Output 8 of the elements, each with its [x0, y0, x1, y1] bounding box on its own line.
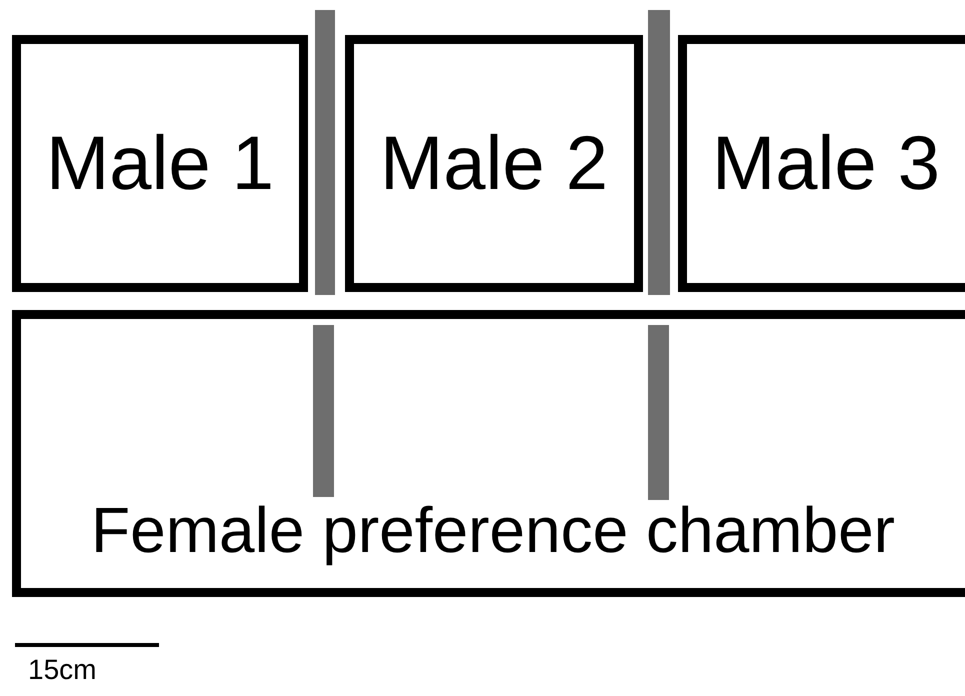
chamber-box — [345, 35, 643, 292]
chamber-label: Male 2 — [380, 126, 608, 202]
chamber-label: Male 3 — [712, 126, 940, 202]
scale-label: 15cm — [28, 656, 96, 684]
chamber-box — [12, 35, 308, 292]
chamber-box — [678, 35, 965, 292]
chamber-label: Male 1 — [46, 126, 274, 202]
chamber-box — [12, 310, 965, 597]
